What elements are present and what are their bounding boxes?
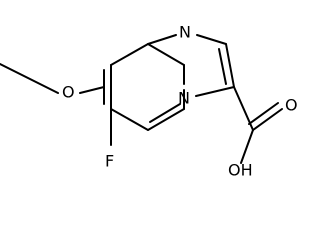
atom-n-bridge: N [178, 89, 190, 108]
atom-o-carbonyl: O [285, 96, 298, 115]
bond-c-oh [240, 129, 254, 164]
bond-c-o-double-inner [248, 102, 279, 125]
chemical-structure: N N F O O OH [0, 23, 298, 180]
atom-o-methoxy: O [62, 83, 75, 102]
bond-c2-c3-outer [225, 43, 235, 88]
bond-c6-c5-inner [149, 103, 181, 123]
bond-c6-c5-outer [147, 108, 185, 131]
atom-f: F [105, 152, 114, 171]
bond-c3-n4 [195, 86, 235, 97]
bond-c7-o [79, 86, 105, 94]
bond-c2-c3-inner [218, 48, 227, 85]
bond-c8a-c8a-outer [147, 43, 185, 66]
bond-c7-c6 [110, 108, 149, 131]
bond-c8a-c8 [110, 43, 149, 66]
bond-c8a-n1-outer [147, 34, 177, 45]
atom-oh: OH [228, 161, 253, 180]
bond-o-ch3 [0, 63, 59, 94]
atom-n-imine: N [179, 23, 191, 42]
bond-c-o-double-outer [252, 108, 283, 131]
bond-n1-c2 [196, 34, 227, 45]
